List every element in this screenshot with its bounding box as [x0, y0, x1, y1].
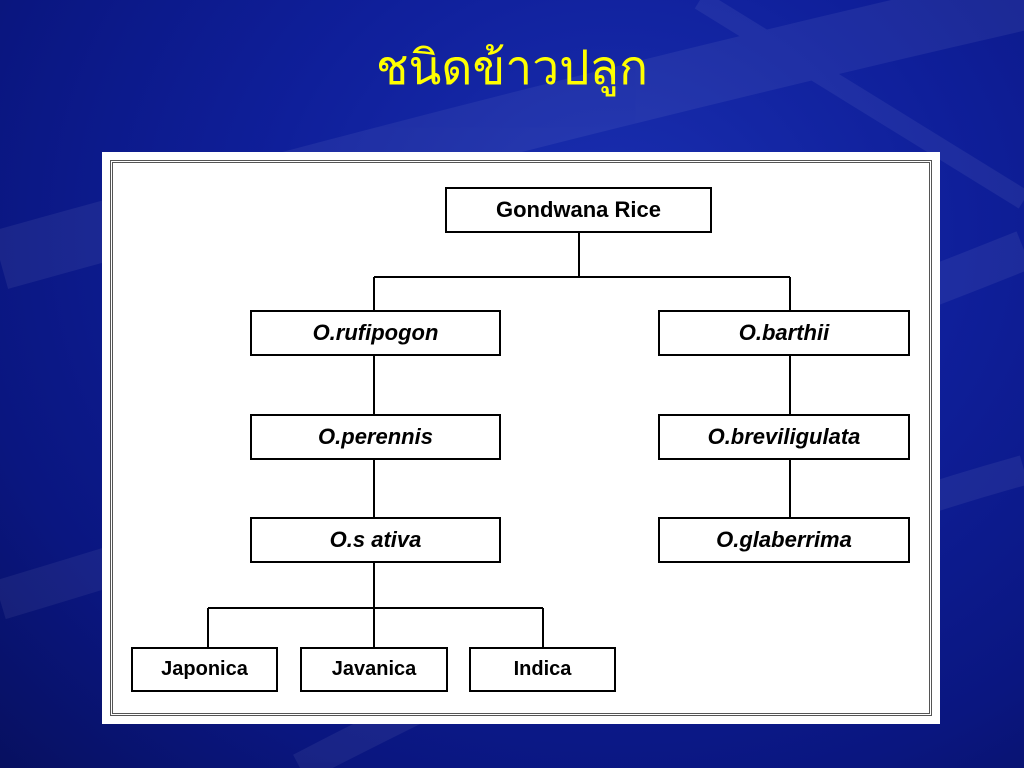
node-o-barthii: O.barthii	[658, 310, 910, 356]
node-o-perennis: O.perennis	[250, 414, 501, 460]
diagram-frame	[110, 160, 932, 716]
connector-lines	[207, 232, 791, 647]
node-japonica: Japonica	[131, 647, 278, 692]
slide-title: ชนิดข้าวปลูก	[375, 42, 649, 95]
node-gondwana-rice: Gondwana Rice	[445, 187, 712, 233]
diagram-panel: Gondwana Rice O.rufipogon O.perennis O.s…	[102, 152, 940, 724]
node-indica: Indica	[469, 647, 616, 692]
node-o-sativa: O.s ativa	[250, 517, 501, 563]
node-javanica: Javanica	[300, 647, 448, 692]
node-o-breviligulata: O.breviligulata	[658, 414, 910, 460]
node-o-glaberrima: O.glaberrima	[658, 517, 910, 563]
node-o-rufipogon: O.rufipogon	[250, 310, 501, 356]
